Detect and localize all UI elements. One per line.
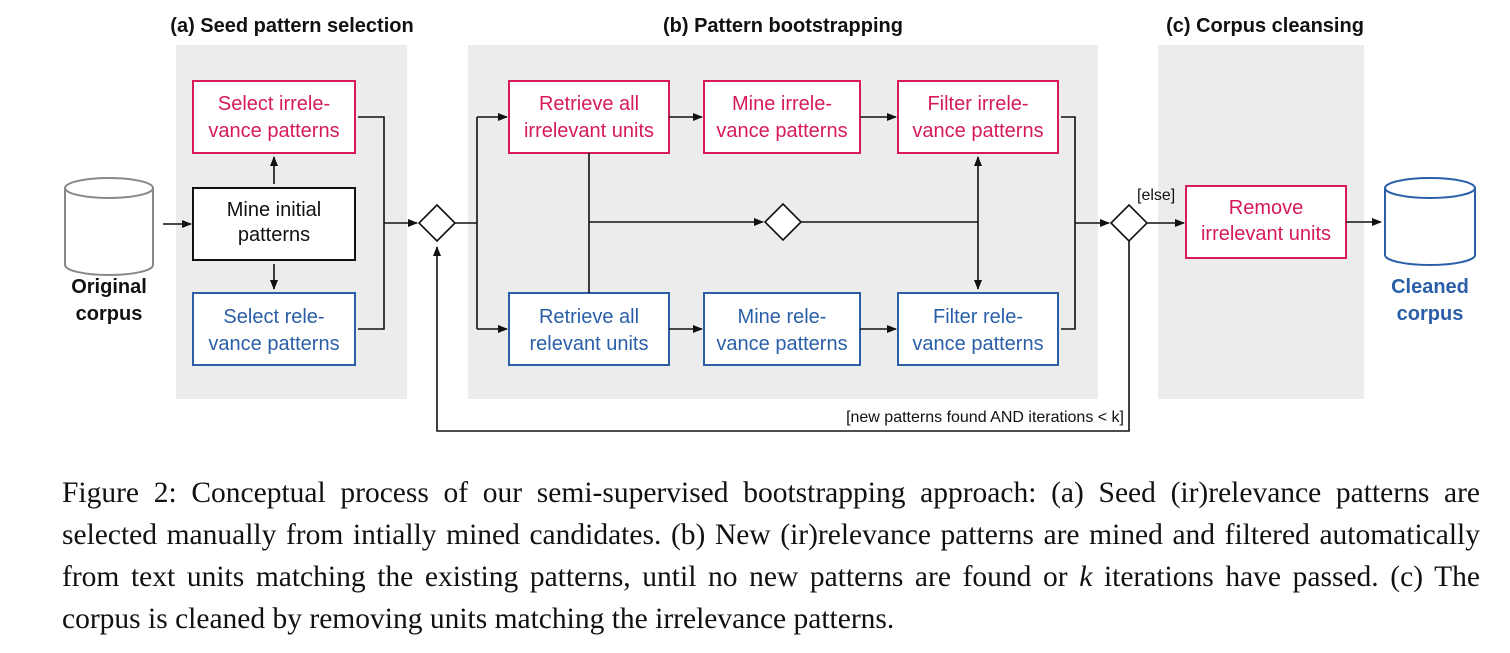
section-title-b: (b) Pattern bootstrapping xyxy=(663,15,903,37)
cleaned-corpus-label-1: Cleaned xyxy=(1391,276,1469,298)
box-select-relevance-line-1: Select rele- xyxy=(223,306,324,328)
caption-variable-k: k xyxy=(1079,561,1093,593)
box-retrieve-irrelevant-units xyxy=(508,80,670,154)
box-mine-initial-line-2: patterns xyxy=(238,224,310,246)
guard-loop: [new patterns found AND iterations < k] xyxy=(846,409,1124,426)
box-mine-irrelevance-line-2: vance patterns xyxy=(716,120,847,142)
box-retrieve-irrelevant-line-2: irrelevant units xyxy=(524,120,654,142)
original-corpus-cylinder-icon xyxy=(64,177,154,276)
box-mine-initial-patterns xyxy=(192,187,356,261)
arrow-loop-back xyxy=(433,241,1130,432)
box-mine-irrelevance-line-1: Mine irrele- xyxy=(732,93,832,115)
original-corpus-label-1: Original xyxy=(71,276,147,298)
box-remove-irrelevant-units xyxy=(1185,185,1347,259)
box-filter-relevance-line-1: Filter rele- xyxy=(933,306,1023,328)
box-select-irrelevance-line-1: Select irrele- xyxy=(218,93,330,115)
box-mine-initial-line-1: Mine initial xyxy=(227,199,321,221)
box-filter-irrelevance-patterns xyxy=(897,80,1059,154)
box-mine-relevance-patterns xyxy=(703,292,861,366)
process-diagram: (a) Seed pattern selection (b) Pattern b… xyxy=(64,15,1476,432)
decision-diamond-loop xyxy=(1109,203,1149,243)
box-filter-relevance-line-2: vance patterns xyxy=(912,333,1043,355)
box-remove-irrelevant-line-1: Remove xyxy=(1229,197,1303,219)
box-mine-relevance-line-1: Mine rele- xyxy=(738,306,827,328)
box-filter-irrelevance-line-1: Filter irrele- xyxy=(927,93,1028,115)
caption-text-1: Figure 2: Conceptual process of our semi… xyxy=(62,477,1480,593)
cleaned-corpus-label-2: corpus xyxy=(1397,303,1464,325)
section-title-c: (c) Corpus cleansing xyxy=(1166,15,1364,37)
box-select-relevance-patterns xyxy=(192,292,356,366)
box-retrieve-irrelevant-line-1: Retrieve all xyxy=(539,93,639,115)
cleaned-corpus-cylinder-icon xyxy=(1384,177,1476,266)
box-retrieve-relevant-line-1: Retrieve all xyxy=(539,306,639,328)
box-mine-relevance-line-2: vance patterns xyxy=(716,333,847,355)
box-filter-relevance-patterns xyxy=(897,292,1059,366)
figure-caption: Figure 2: Conceptual process of our semi… xyxy=(62,472,1480,640)
box-select-irrelevance-patterns xyxy=(192,80,356,154)
section-title-a: (a) Seed pattern selection xyxy=(170,15,413,37)
decision-diamond-merge xyxy=(417,203,457,243)
box-select-relevance-line-2: vance patterns xyxy=(208,333,339,355)
box-retrieve-relevant-line-2: relevant units xyxy=(530,333,649,355)
box-select-irrelevance-line-2: vance patterns xyxy=(208,120,339,142)
box-remove-irrelevant-line-2: irrelevant units xyxy=(1201,223,1331,245)
guard-else: [else] xyxy=(1137,187,1175,204)
caption-text-2: iterations have passed. (c) The corpus i… xyxy=(62,561,1480,635)
original-corpus-label-2: corpus xyxy=(76,303,143,325)
box-filter-irrelevance-line-2: vance patterns xyxy=(912,120,1043,142)
box-mine-irrelevance-patterns xyxy=(703,80,861,154)
decision-diamond-join xyxy=(763,202,803,242)
